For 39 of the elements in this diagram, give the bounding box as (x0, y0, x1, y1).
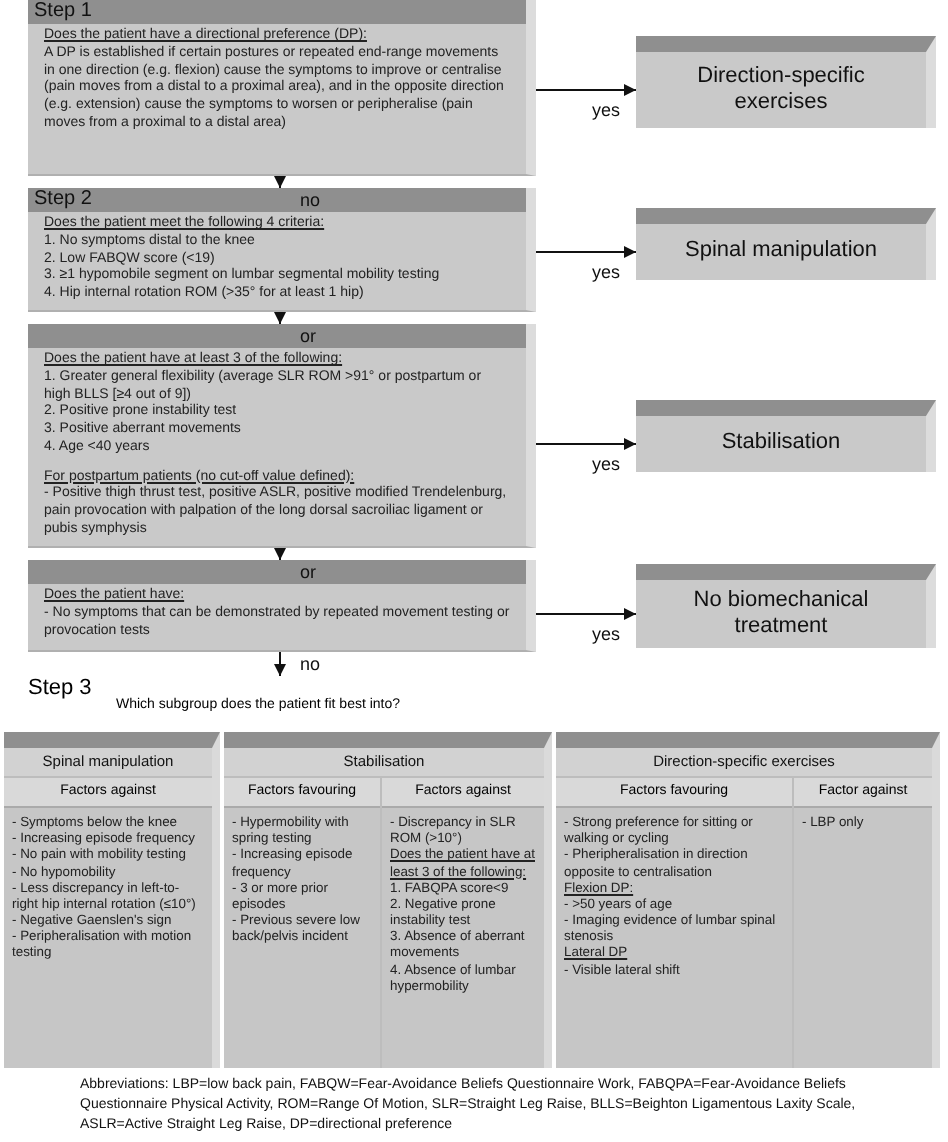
edge-label: yes (592, 100, 621, 120)
factor-column (4, 778, 212, 1068)
factor-column (556, 778, 792, 1068)
arrow (274, 175, 286, 189)
edge-label: or (300, 326, 317, 346)
treatment-box (636, 400, 936, 472)
treatment-label: Stabilisation (719, 430, 843, 458)
question-box (28, 188, 536, 312)
step-heading: Step 3 (28, 676, 92, 702)
subgroup-panel (224, 732, 552, 1068)
edge-label: or (300, 562, 317, 582)
factor-column (794, 778, 932, 1068)
edge-label: no (300, 654, 321, 674)
treatment-box (636, 564, 936, 648)
edge-label: yes (592, 262, 621, 282)
question-box (28, 0, 536, 176)
factor-column (382, 778, 544, 1068)
arrow (535, 608, 637, 620)
step-heading: Step 2 (34, 188, 92, 212)
treatment-label: Spinal manipulation (682, 238, 879, 266)
edge-label: yes (592, 454, 621, 474)
factor-column (224, 778, 380, 1068)
arrow (274, 651, 286, 677)
treatment-label: No biomechanical treatment (691, 587, 871, 641)
treatment-label: Direction-specific exercises (695, 63, 867, 117)
subgroup-panel (4, 732, 220, 1068)
treatment-box (636, 208, 936, 280)
arrow (535, 84, 637, 96)
arrow (535, 438, 637, 450)
edge-label: no (300, 190, 321, 210)
treatment-box (636, 36, 936, 128)
arrow (535, 246, 637, 258)
edge-label: yes (592, 624, 621, 644)
subgroup-panel (556, 732, 940, 1068)
question-box (28, 560, 536, 652)
arrow (274, 311, 286, 325)
question-box (28, 324, 536, 548)
step-heading: Step 1 (34, 0, 92, 24)
arrow (274, 547, 286, 561)
